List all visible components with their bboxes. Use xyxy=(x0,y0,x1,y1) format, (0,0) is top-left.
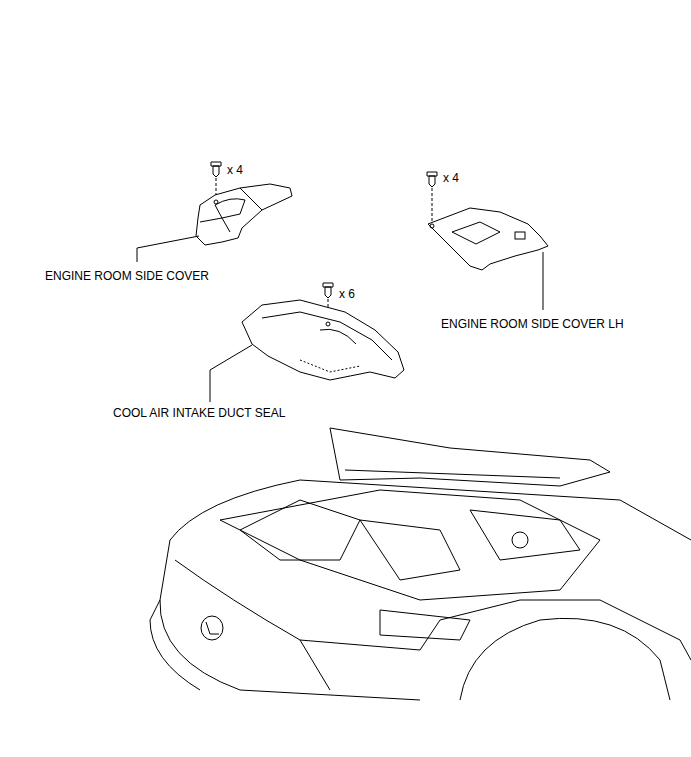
part-label: x 4 xyxy=(442,171,460,185)
engine-room-side-cover xyxy=(137,184,292,262)
part-label: ENGINE ROOM SIDE COVER LH xyxy=(440,317,625,331)
clip xyxy=(427,172,437,222)
part-label: x 4 xyxy=(226,163,244,177)
part-label: COOL AIR INTAKE DUCT SEAL xyxy=(112,406,287,420)
vehicle-front xyxy=(150,428,691,700)
engine-room-side-cover-lh xyxy=(428,208,548,310)
cool-air-intake-duct-seal xyxy=(210,300,404,402)
part-label: ENGINE ROOM SIDE COVER xyxy=(44,269,210,283)
part-label: x 6 xyxy=(338,287,356,301)
